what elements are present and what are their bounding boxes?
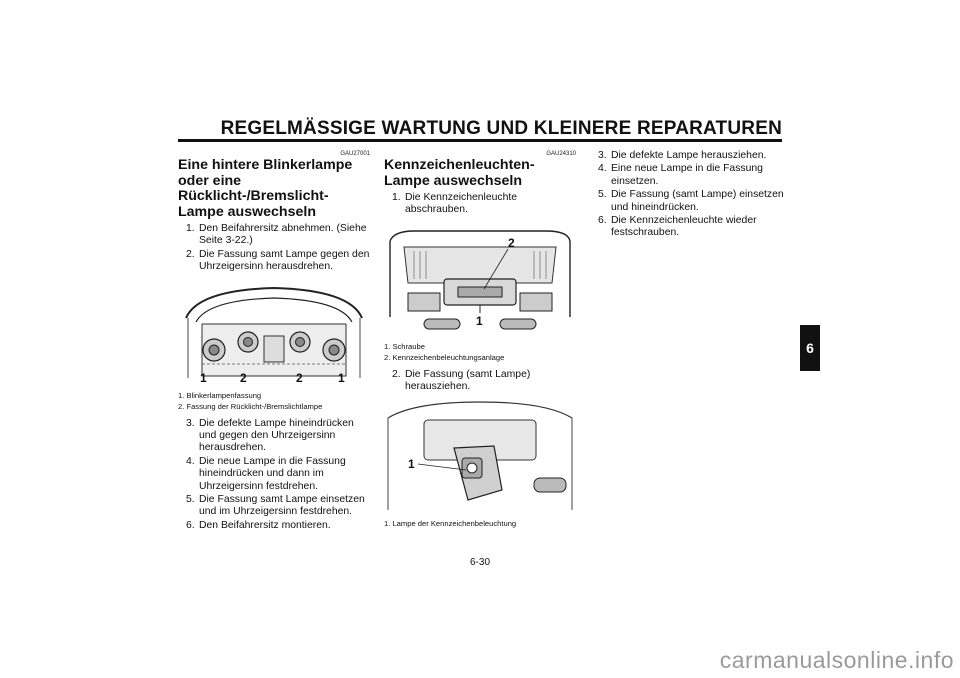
step-item: 4.Die neue Lampe in die Fassung hineindr… [186, 455, 346, 492]
figure-caption: 1. Schraube 2. Kennzeichenbeleuchtungsan… [384, 341, 576, 363]
header-rule [178, 139, 782, 142]
step-item: 4.Eine neue Lampe in die Fassung einsetz… [598, 163, 763, 187]
section-license-lamp-continued: 3.Die defekte Lampe herausziehen. 4.Eine… [598, 150, 790, 241]
step-list: 1.Den Beifahrersitz abnehmen. (Siehe Sei… [178, 223, 370, 274]
caption-line: 2. Kennzeichenbeleuchtungsanlage [384, 352, 505, 362]
callout-1: 1 [476, 314, 483, 328]
step-item: 3.Die defekte Lampe herausziehen. [598, 150, 767, 161]
callout-2-left: 2 [240, 371, 247, 385]
caption-line: 1. Blinkerlampenfassung [178, 390, 262, 400]
step-list: 3.Die defekte Lampe herausziehen. 4.Eine… [598, 150, 790, 240]
chapter-tab: 6 [800, 325, 820, 371]
figure-license-lamp-socket: 1 [384, 397, 576, 516]
step-item: 6.Den Beifahrersitz montieren. [186, 519, 331, 531]
section-turn-signal-lamp: GAU27001 Eine hintere Blinkerlampe oder … [178, 150, 370, 533]
figure-caption: 1. Blinkerlampenfassung 2. Fassung der R… [178, 390, 370, 412]
caption-line: 1. Lampe der Kennzeichenbeleuchtung [384, 518, 517, 528]
section-license-lamp: GAU24310 Kennzeichenleuchten-Lampe auswe… [384, 150, 576, 529]
step-item: 2.Die Fassung (samt Lampe) herausziehen. [392, 368, 531, 393]
section-code: GAU24310 [546, 151, 576, 157]
caption-line: 2. Fassung der Rücklicht-/Bremslichtlamp… [178, 401, 323, 411]
step-item: 5.Die Fassung (samt Lampe) einsetzen und… [598, 189, 784, 213]
step-item: 6.Die Kennzeichenleuchte wieder festschr… [598, 215, 757, 239]
page-header-title: REGELMÄSSIGE WARTUNG UND KLEINERE REPARA… [220, 118, 782, 139]
step-list: 2.Die Fassung (samt Lampe) herausziehen. [384, 369, 576, 394]
section-code: GAU27001 [340, 151, 370, 157]
page-number: 6-30 [469, 557, 490, 568]
section-heading: Eine hintere Blinkerlampe oder eine Rück… [178, 157, 353, 220]
step-item: 5.Die Fassung samt Lampe einsetzen und i… [186, 494, 365, 518]
callout-1-right: 1 [338, 371, 345, 385]
watermark: carmanualsonline.info [719, 647, 954, 673]
callout-1: 1 [408, 457, 415, 471]
callout-1-left: 1 [200, 371, 207, 385]
step-item: 2.Die Fassung samt Lampe gegen den Uhrze… [186, 248, 370, 273]
step-item: 1.Die Kennzeichenleuchte abschrauben. [392, 192, 518, 216]
step-item: 3.Die defekte Lampe hineindrücken und ge… [186, 417, 354, 454]
step-list: 3.Die defekte Lampe hineindrücken und ge… [178, 418, 370, 533]
callout-2-right: 2 [296, 371, 303, 385]
figure-caption: 1. Lampe der Kennzeichenbeleuchtung [384, 518, 576, 529]
step-item: 1.Den Beifahrersitz abnehmen. (Siehe Sei… [186, 223, 367, 247]
figure-rear-lamps: 1 2 2 1 [178, 277, 370, 388]
callout-2: 2 [508, 236, 515, 250]
caption-line: 1. Schraube [384, 341, 425, 351]
section-heading: Kennzeichenleuchten-Lampe auswechseln [384, 157, 535, 189]
figure-license-light-unit: 2 1 [384, 220, 576, 339]
step-list: 1.Die Kennzeichenleuchte abschrauben. [384, 192, 576, 217]
